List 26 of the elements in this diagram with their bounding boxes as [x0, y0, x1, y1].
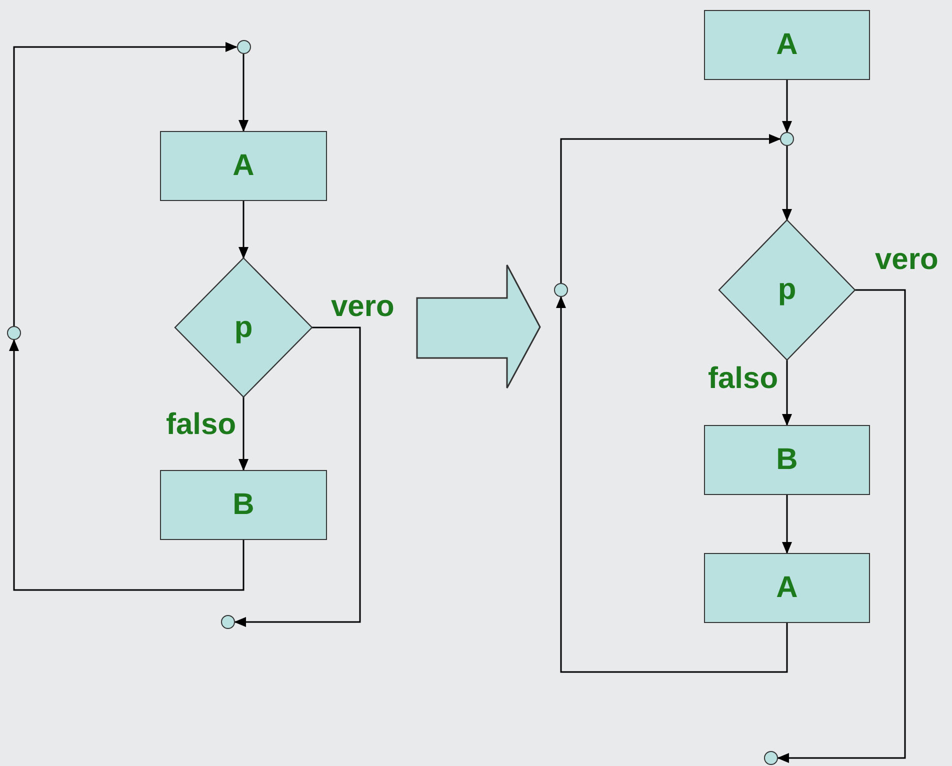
arrow: [234, 326, 361, 627]
arrow: [13, 42, 238, 326]
arrow: [782, 80, 792, 133]
arrow: [560, 134, 781, 283]
arrow: [9, 339, 244, 591]
connector-circle: [236, 40, 250, 54]
arrow: [238, 201, 248, 259]
arrow: [556, 296, 788, 673]
process-box: B: [160, 470, 327, 540]
arrow: [782, 360, 792, 426]
decision-diamond: p: [719, 220, 855, 360]
arrow: [238, 397, 248, 471]
connector-circle: [764, 751, 778, 765]
process-box: A: [704, 10, 870, 80]
process-box: A: [160, 131, 327, 201]
connector-circle: [554, 283, 568, 297]
connector-circle: [7, 326, 21, 340]
arrow: [777, 289, 906, 763]
connector-circle: [780, 132, 794, 146]
arrow: [782, 495, 792, 554]
arrow: [782, 146, 792, 221]
process-box: B: [704, 425, 870, 495]
connector-circle: [221, 615, 235, 629]
process-box: A: [704, 553, 870, 623]
arrow: [238, 54, 248, 132]
decision-diamond: p: [175, 258, 312, 397]
